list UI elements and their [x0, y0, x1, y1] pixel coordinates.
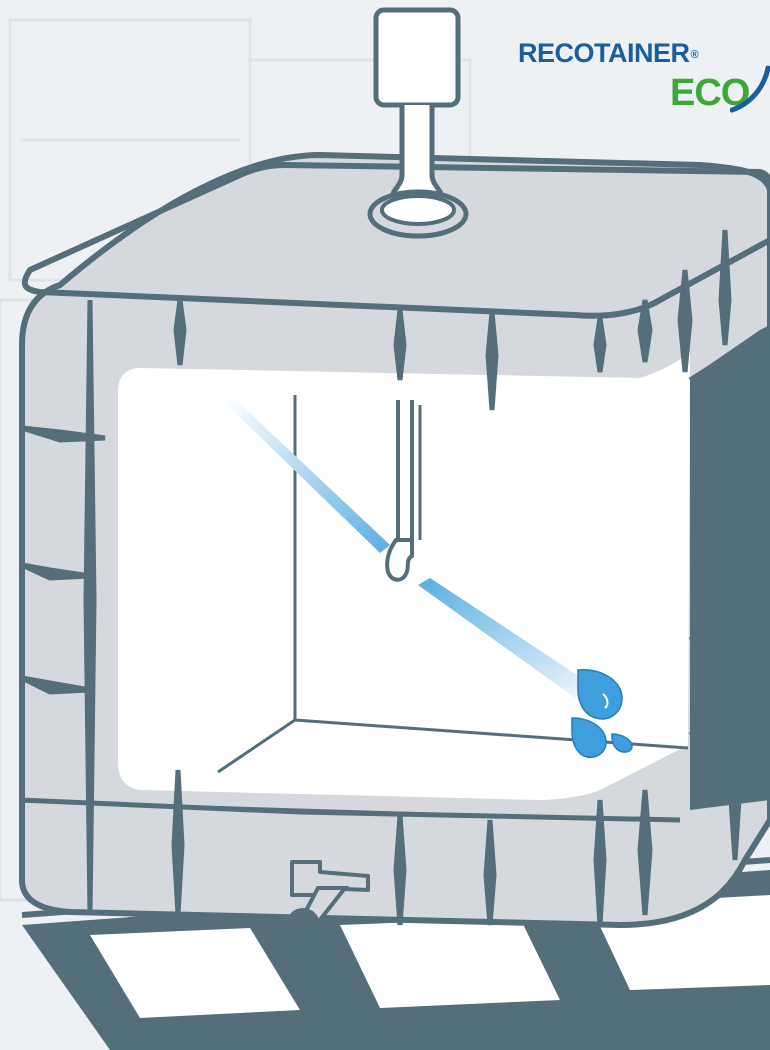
registered-mark: ® [691, 49, 699, 61]
side-panel [690, 325, 770, 810]
logo-brand-text: RECOTAINER® [518, 38, 698, 68]
recotainer-eco-logo: RECOTAINER® ECO [518, 38, 770, 118]
logo-brand-name: RECOTAINER [518, 38, 690, 68]
logo-swoosh-icon [730, 64, 770, 114]
